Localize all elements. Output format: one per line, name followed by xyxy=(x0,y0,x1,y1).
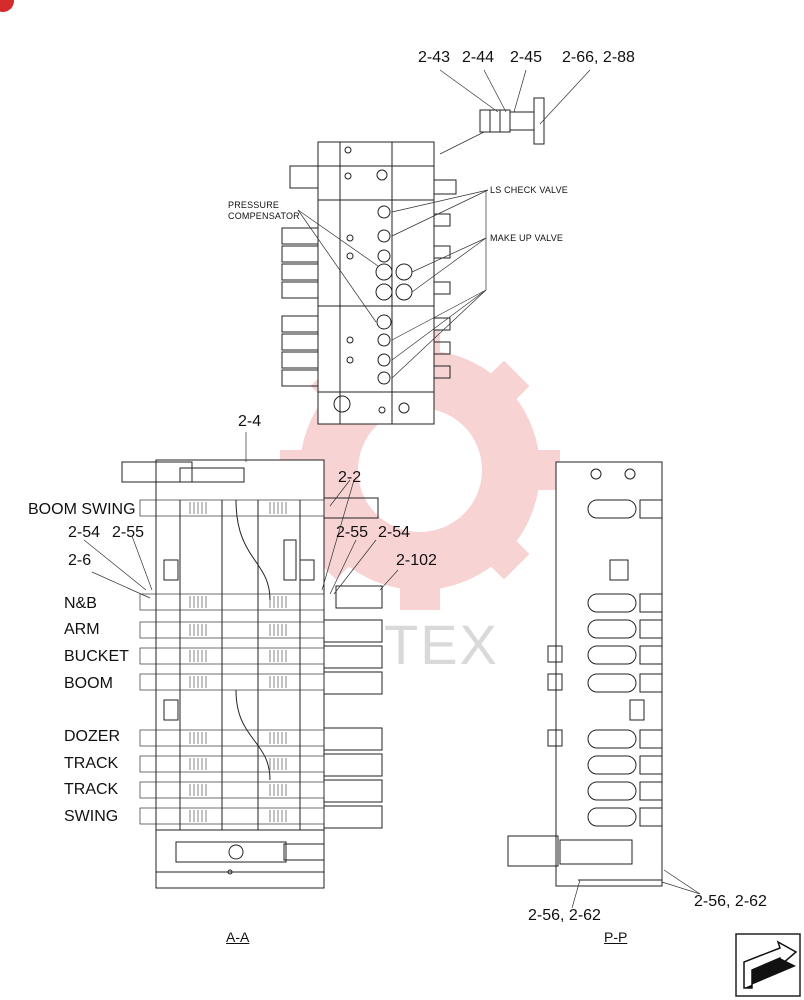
callout-2-6: 2-6 xyxy=(68,552,92,569)
note-ls-check-valve: LS CHECK VALVE xyxy=(490,185,568,195)
spool-label-track-2: TRACK xyxy=(64,781,119,798)
section-pp-leaders xyxy=(571,869,701,909)
spool-label-bucket: BUCKET xyxy=(64,648,129,665)
spool-label-dozer: DOZER xyxy=(64,728,120,745)
callout-2-66-2-88: 2-66, 2-88 xyxy=(562,49,635,66)
spool-label-boom-swing: BOOM SWING xyxy=(28,501,136,518)
spool-label-track-1: TRACK xyxy=(64,755,119,772)
callout-2-54-left: 2-54 xyxy=(68,524,101,541)
note-make-up-valve: MAKE UP VALVE xyxy=(490,233,564,243)
section-pp-body xyxy=(507,461,663,887)
callout-pp-right: 2-56, 2-62 xyxy=(694,893,767,910)
callout-2-4: 2-4 xyxy=(238,413,262,430)
corner-badge-icon xyxy=(0,0,14,12)
detail-leaders xyxy=(439,69,591,125)
watermark-text: TEX xyxy=(384,613,499,676)
callout-2-102: 2-102 xyxy=(396,552,437,569)
note-pressure-line2: COMPENSATOR xyxy=(228,211,300,221)
callout-2-44: 2-44 xyxy=(462,49,495,66)
spool-label-boom: BOOM xyxy=(64,675,113,692)
spool-label-arm: ARM xyxy=(64,621,100,638)
callout-2-54-right: 2-54 xyxy=(378,524,411,541)
callout-2-45: 2-45 xyxy=(510,49,543,66)
top-view-leaders xyxy=(297,131,489,379)
callout-pp-left: 2-56, 2-62 xyxy=(528,907,601,924)
view-label-a-a: A-A xyxy=(226,929,250,945)
section-aa-spools xyxy=(139,499,325,825)
top-valve-block xyxy=(281,141,457,425)
view-label-p-p: P-P xyxy=(604,929,628,945)
note-pressure-line1: PRESSURE xyxy=(228,200,280,210)
callout-2-55-right: 2-55 xyxy=(336,524,369,541)
next-page-arrow-icon xyxy=(735,933,801,997)
spool-label-n-b: N&B xyxy=(64,595,97,612)
spool-label-swing: SWING xyxy=(64,808,119,825)
callout-2-55-left: 2-55 xyxy=(112,524,145,541)
callout-2-2: 2-2 xyxy=(338,469,362,486)
callout-2-43: 2-43 xyxy=(418,49,451,66)
detail-check-valve xyxy=(479,97,545,145)
section-aa-leaders xyxy=(83,432,399,599)
